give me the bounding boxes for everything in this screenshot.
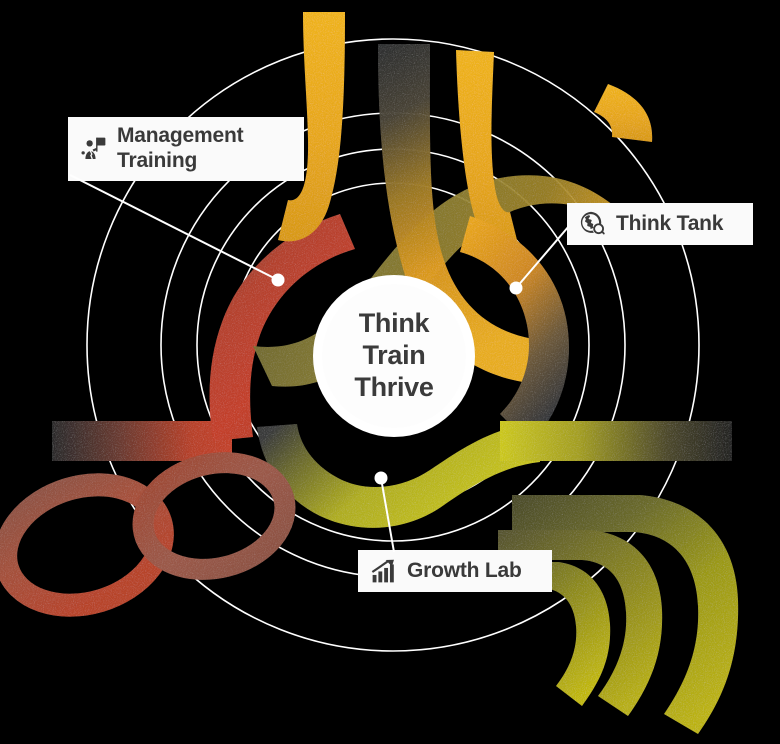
torus-ring-left: [0, 473, 174, 617]
yellow-horizontal-bar: [500, 421, 732, 461]
center-medallion: Think Train Thrive: [313, 275, 475, 437]
callout-think-tank-label: Think Tank: [616, 211, 724, 235]
chevron-band-inner: [498, 562, 611, 706]
leader-line-growthlab: [380, 477, 395, 553]
bar-chart-arrow-icon: [370, 557, 398, 585]
guide-circle-outer: [86, 38, 700, 652]
leader-dot-management: [271, 273, 285, 287]
amber-ribbon-left: [278, 12, 345, 242]
interlocking-rings: [0, 452, 296, 617]
orange-arc-ribbon: [460, 216, 569, 444]
leader-line-management: [69, 174, 279, 281]
amber-ribbon-right: [456, 50, 520, 255]
callout-management-training[interactable]: Management Training: [68, 117, 304, 181]
globe-magnifier-icon: [579, 210, 607, 238]
center-title: Think Train Thrive: [354, 308, 434, 402]
red-horizontal-bar: [52, 421, 232, 461]
callout-growth-lab[interactable]: Growth Lab: [358, 550, 552, 592]
leader-dot-growthlab: [374, 471, 388, 485]
chevron-band-middle: [498, 530, 663, 716]
red-arc-ribbon: [209, 214, 355, 441]
chevron-band-outer: [512, 495, 739, 734]
callout-growth-lab-label: Growth Lab: [407, 558, 522, 582]
yellow-arc-ribbon: [257, 422, 540, 528]
golden-hook-ribbon: [594, 84, 653, 142]
leader-line-thinktank: [515, 225, 570, 289]
leader-dot-thinktank: [509, 281, 523, 295]
callout-management-label: Management Training: [117, 124, 244, 172]
torus-ring-right: [132, 452, 296, 580]
presenter-person-icon: [80, 135, 108, 163]
callout-think-tank[interactable]: Think Tank: [567, 203, 753, 245]
